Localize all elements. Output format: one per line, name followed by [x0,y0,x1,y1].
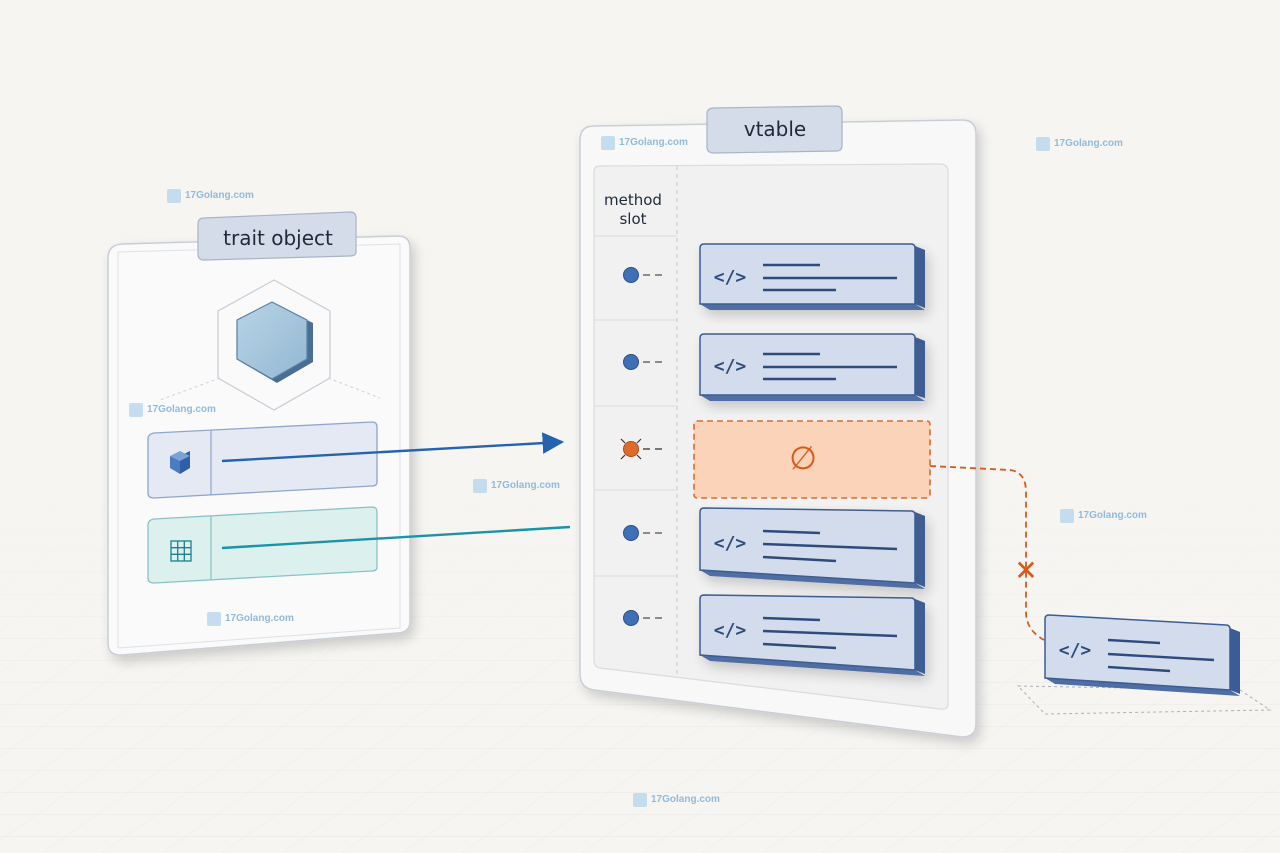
grid-table-icon [170,540,192,562]
watermark-1: 17Golang.com [167,189,254,203]
cube-icon [170,451,190,474]
vtable-title-tab: vtable [706,105,843,154]
code-icon: </> [1059,640,1092,661]
slot-dot-empty [620,438,662,460]
empty-method-slot: ∅ [693,420,931,499]
broken-link-x-icon: ✕ [1014,554,1037,587]
arrow-data-pointer [221,432,565,463]
svg-text:17Golang.com: 17Golang.com [225,613,294,624]
code-icon: </> [714,620,747,641]
method-slot-header-line1: method [604,191,662,209]
slot-dot-5 [623,610,662,626]
method-block-2: </> [699,333,925,401]
watermark-2: 17Golang.com [129,403,216,417]
watermark-7: 17Golang.com [207,612,294,626]
svg-text:17Golang.com: 17Golang.com [651,794,720,805]
trait-object-title-tab: trait object [197,211,357,261]
code-icon: </> [714,533,747,554]
watermark-5: 17Golang.com [473,479,560,493]
code-icon: </> [714,356,747,377]
svg-text:17Golang.com: 17Golang.com [491,480,560,491]
code-icon: </> [714,267,747,288]
svg-text:17Golang.com: 17Golang.com [619,137,688,148]
slot-dot-4 [623,525,662,541]
trait-object-title: trait object [223,226,333,250]
vtable-title: vtable [744,117,807,141]
method-slot-header-line2: slot [619,210,646,228]
arrow-vtable-pointer [221,525,571,550]
svg-text:17Golang.com: 17Golang.com [1054,138,1123,149]
watermark-6: 17Golang.com [1060,509,1147,523]
method-block-4: </> [699,507,925,589]
external-method-block: </> [1016,614,1272,715]
type-hexagon-icon [159,279,381,411]
svg-text:17Golang.com: 17Golang.com [147,404,216,415]
data-pointer-row [147,421,378,499]
method-block-5: </> [699,594,925,676]
watermark-4: 17Golang.com [1036,137,1123,151]
slot-dot-2 [623,354,662,370]
watermark-8: 17Golang.com [633,793,720,807]
empty-slot-symbol: ∅ [789,439,817,477]
slot-dot-1 [623,267,662,283]
svg-text:17Golang.com: 17Golang.com [1078,510,1147,521]
svg-text:17Golang.com: 17Golang.com [185,190,254,201]
broken-link-dashed-path: ✕ [929,465,1045,641]
method-block-1: </> [699,243,925,310]
watermark-3: 17Golang.com [601,136,688,150]
